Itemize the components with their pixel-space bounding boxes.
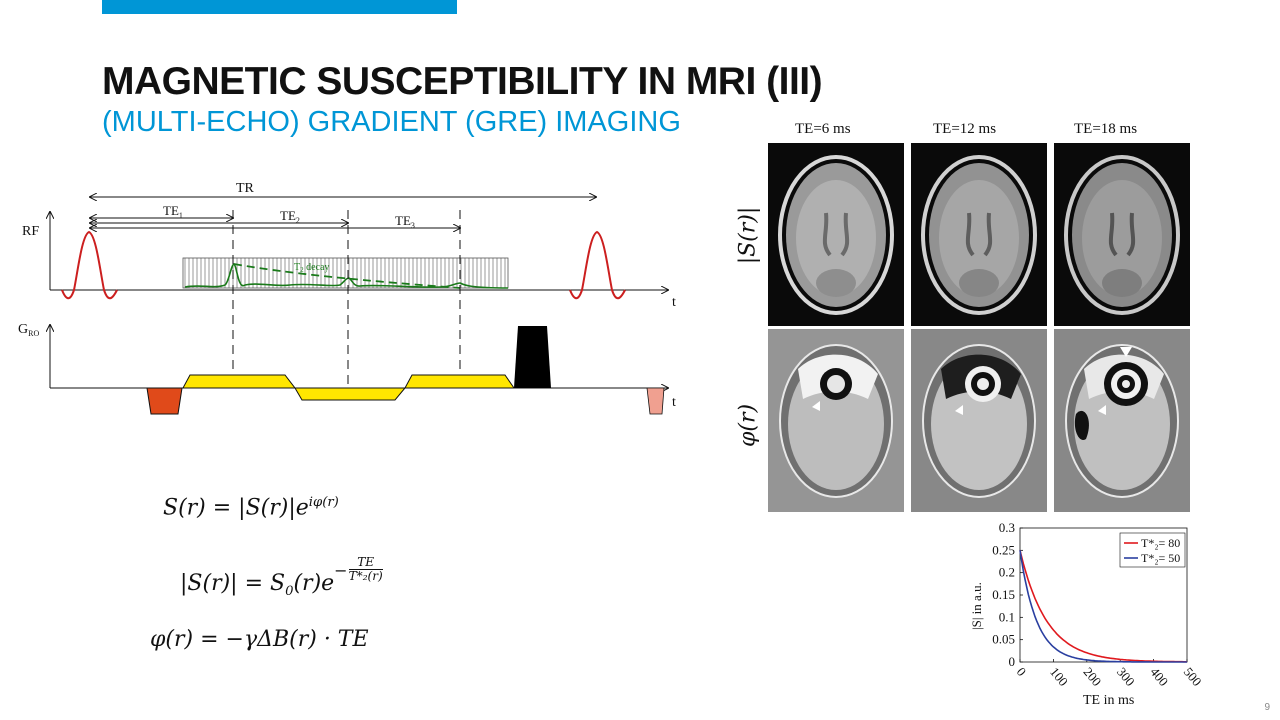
chart-xlabel: TE in ms [1083,693,1134,708]
x-tick-label: 0 [1014,664,1030,679]
row-label-magnitude: |S(r)| [735,206,761,265]
slide-subtitle: (MULTI-ECHO) GRADIENT (GRE) IMAGING [102,106,681,138]
legend-label-50: T*₂= 50 [1141,551,1180,565]
tr-label: TR [236,181,255,196]
y-tick-label: 0 [1009,654,1016,669]
eq2-mid: (r)e [293,570,335,596]
rf-pulse-1 [61,230,118,300]
rf-pulse-2 [569,230,626,300]
y-tick-label: 0.25 [992,542,1015,557]
equation-phase: φ(r) = −γΔB(r) · TE [150,627,369,652]
y-tick-label: 0.1 [999,609,1015,624]
y-tick-label: 0.15 [992,587,1015,602]
next-prephase-lobe [646,387,665,415]
t2star-decay-curve [233,263,461,289]
eq2-text: |S(r)| = S [180,570,286,596]
eq2-sub: 0 [285,584,294,600]
y-tick-label: 0.2 [999,565,1015,580]
eq1-text: S(r) = |S(r)|e [163,495,309,521]
accent-bar [102,0,457,14]
y-tick-label: 0.05 [992,632,1015,647]
te2-label: TE2 [280,208,300,225]
col-label-te6: TE=6 ms [795,121,851,137]
x-tick-label: 100 [1047,664,1071,689]
te1-label: TE1 [163,203,183,220]
legend-label-80: T*₂= 80 [1141,536,1180,550]
readout-lobe-1 [182,374,297,389]
pulse-sequence-diagram: TR TE1 TE2 TE3 RF t T2 decay GRO t [18,181,676,415]
x-tick-label: 500 [1181,664,1205,689]
readout-lobe-2 [294,387,407,401]
series-line-t2star-50 [1019,550,1187,663]
col-label-te12: TE=12 ms [933,121,997,137]
chart-legend [1119,532,1186,568]
magnitude-image-te12 [911,143,1047,326]
spoiler-lobe [514,326,551,388]
x-tick-label: 300 [1114,664,1138,689]
t2star-decay-label: T2 decay [294,262,329,274]
rf-label: RF [22,224,39,239]
gro-t-label: t [672,395,676,410]
readout-lobe-3 [404,374,515,389]
magnitude-image-te6 [768,143,904,326]
prephase-lobe [146,387,183,415]
equation-signal: S(r) = |S(r)|eiφ(r) [163,495,339,520]
x-tick-label: 400 [1147,664,1171,689]
phase-image-te12 [911,329,1047,512]
slide-title: MAGNETIC SUSCEPTIBILITY IN MRI (III) [102,60,823,103]
eq1-exponent: iφ(r) [308,495,339,510]
te3-label: TE3 [395,213,415,230]
chart-ylabel: |S| in a.u. [969,582,984,630]
rf-t-label: t [672,295,676,310]
page-number: 9 [1264,702,1270,713]
phase-image-te6 [768,329,904,512]
x-tick-label: 200 [1081,664,1105,689]
row-label-phase: φ(r) [735,403,761,448]
col-label-te18: TE=18 ms [1074,121,1138,137]
gro-label: GRO [18,322,39,338]
phase-image-te18 [1054,329,1190,512]
y-tick-label: 0.3 [999,520,1015,535]
magnitude-image-te18 [1054,143,1190,326]
